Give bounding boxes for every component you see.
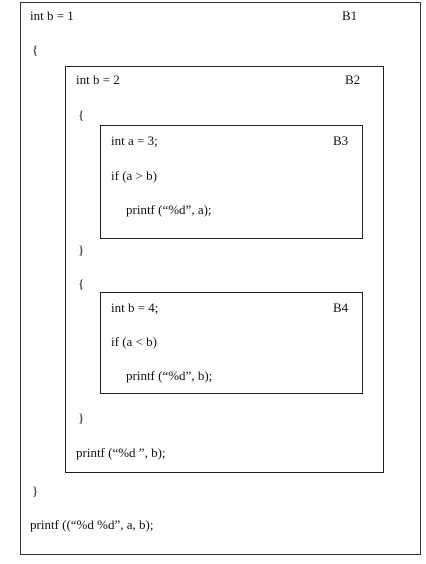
b4-statement: printf (“%d”, b); — [126, 368, 213, 383]
b2-open-brace-1: { — [78, 107, 85, 122]
b2-close-brace-1: } — [78, 242, 85, 257]
b2-final-statement: printf (“%d ”, b); — [76, 445, 166, 460]
b1-declaration: int b = 1 — [30, 8, 74, 23]
b1-close-brace: } — [32, 483, 39, 498]
b4-label: B4 — [333, 300, 349, 315]
b3-statement: printf (“%d”, a); — [126, 202, 212, 217]
b2-open-brace-2: { — [78, 276, 85, 291]
b3-label: B3 — [333, 133, 349, 148]
b4-declaration: int b = 4; — [111, 300, 159, 315]
b3-declaration: int a = 3; — [111, 133, 158, 148]
b4-condition: if (a < b) — [111, 334, 157, 349]
b1-label: B1 — [342, 8, 358, 23]
b2-declaration: int b = 2 — [76, 72, 120, 87]
block-b3 — [100, 125, 363, 239]
b1-open-brace: { — [32, 42, 39, 57]
block-b1 — [20, 2, 421, 555]
block-b4 — [100, 292, 363, 394]
b2-label: B2 — [345, 72, 361, 87]
b1-final-statement: printf ((“%d %d”, a, b); — [30, 517, 154, 532]
b2-close-brace-2: } — [78, 410, 85, 425]
b3-condition: if (a > b) — [111, 168, 157, 183]
block-b2 — [65, 66, 384, 473]
